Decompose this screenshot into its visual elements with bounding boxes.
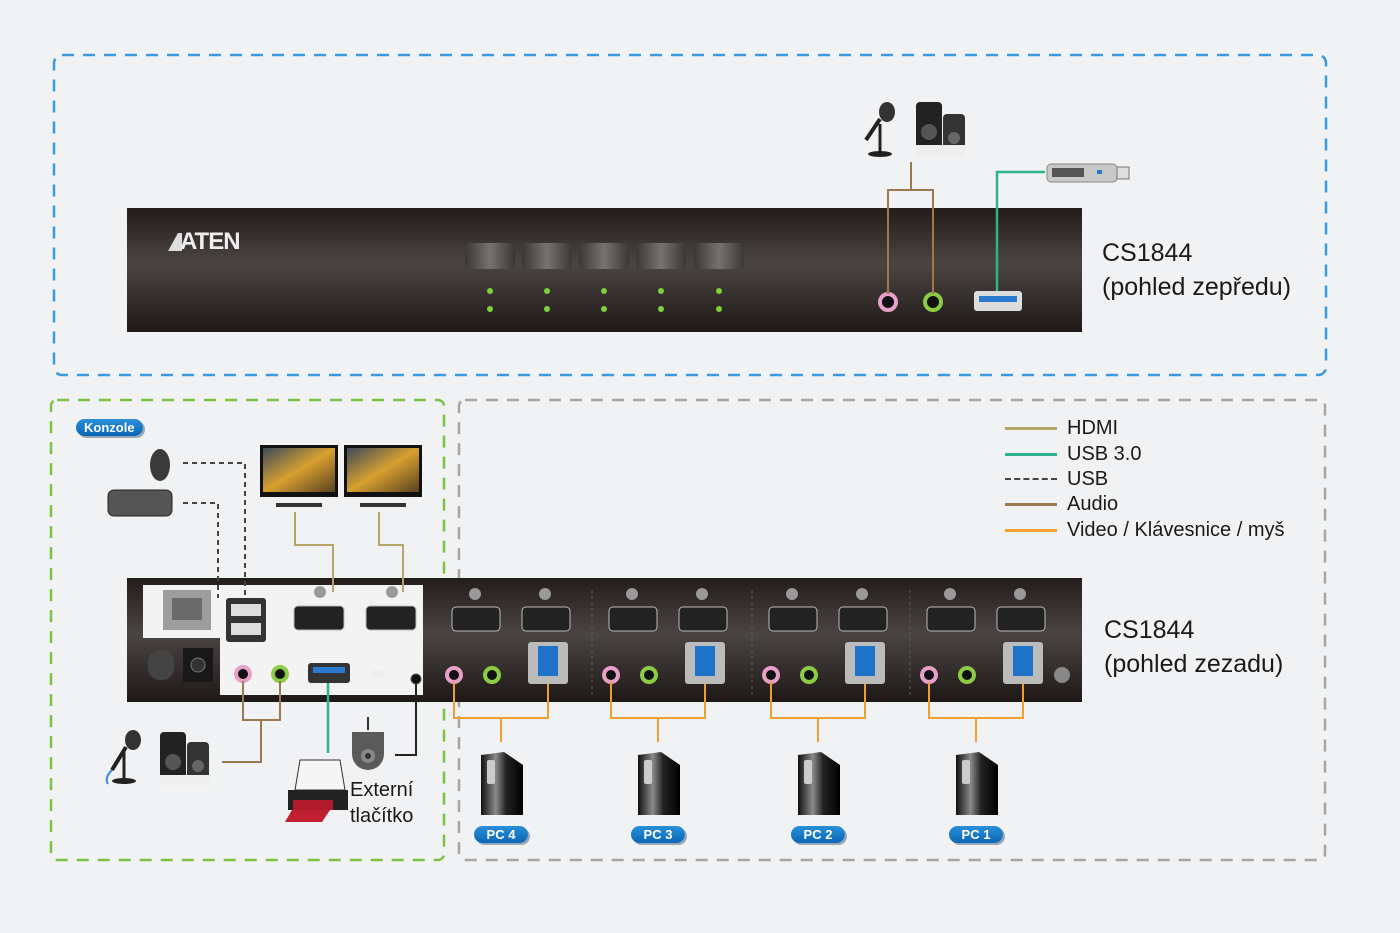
hdmi-screw <box>944 588 956 600</box>
pc-hdmi-port <box>678 606 728 632</box>
computer-drive-bay <box>804 760 812 784</box>
front-view-subtitle: (pohled zepředu) <box>1102 273 1292 301</box>
legend-line <box>1005 452 1057 456</box>
legend-label: Video / Klávesnice / myš <box>1067 518 1285 541</box>
hdmi-screw <box>786 588 798 600</box>
microphone-icon <box>864 102 895 157</box>
rear-view-title: CS1844 <box>1104 616 1195 644</box>
rear-view-subtitle: (pohled zezadu) <box>1104 650 1284 678</box>
pc-hdmi-port <box>451 606 501 632</box>
external-button-cable <box>395 684 417 756</box>
front-view-title: CS1844 <box>1102 239 1193 267</box>
legend-item-video-kvm: Video / Klávesnice / myš <box>1005 518 1285 542</box>
monitor-2-hdmi-cable <box>378 512 404 592</box>
computer-drive-bay <box>962 760 970 784</box>
pc-hdmi-port <box>996 606 1046 632</box>
pc-usb3-port-inner <box>695 646 715 676</box>
dip-switch[interactable] <box>372 670 384 678</box>
front-view-frame <box>52 53 1328 377</box>
legend-line <box>1005 426 1057 430</box>
external-button-icon <box>352 717 384 770</box>
pc-hdmi-port <box>926 606 976 632</box>
hdmi-screw <box>856 588 868 600</box>
legend-item-usb: USB <box>1005 467 1108 491</box>
mouse-icon <box>150 449 170 481</box>
console-hdmi-ports <box>293 586 417 631</box>
computers-frame <box>457 398 1327 862</box>
keyboard-usb-cable <box>183 502 219 598</box>
hdmi-screw <box>696 588 708 600</box>
usb-flash-drive-icon <box>1046 163 1130 183</box>
legend-item-audio: Audio <box>1005 492 1118 516</box>
port-button-1[interactable] <box>465 243 515 269</box>
aten-brand-text: ATEN <box>180 228 241 255</box>
pc-speaker-jack <box>800 666 818 684</box>
console-speakers-icon <box>160 732 209 785</box>
pc-label-badge: PC 1 <box>949 826 1003 843</box>
pc-speaker-jack <box>958 666 976 684</box>
port-button-3[interactable] <box>579 243 629 269</box>
hdmi-screw <box>469 588 481 600</box>
external-button-label-line1: Externí <box>350 779 414 801</box>
speakers-icon <box>916 102 965 155</box>
console-mic-jack <box>234 665 252 683</box>
legend-label: Audio <box>1067 492 1119 515</box>
legend-item-hdmi: HDMI <box>1005 416 1118 440</box>
port-button-5[interactable] <box>694 243 744 269</box>
printer-icon <box>285 759 348 822</box>
pc-usb3-port-inner <box>1013 646 1033 676</box>
pc-hdmi-port <box>608 606 658 632</box>
pc-hdmi-port <box>521 606 571 632</box>
hdmi-screw <box>1014 588 1026 600</box>
pc-mic-jack <box>762 666 780 684</box>
pc-speaker-jack <box>483 666 501 684</box>
console-microphone-icon <box>105 730 141 785</box>
console-badge: Konzole <box>76 419 143 436</box>
pc-usb3-port-inner <box>855 646 875 676</box>
hdmi-screw <box>539 588 551 600</box>
legend-label: USB <box>1067 467 1109 490</box>
console-port-panel <box>143 585 423 695</box>
external-button-label-line2: tlačítko <box>350 805 414 827</box>
pc-label-badge: PC 2 <box>791 826 845 843</box>
monitor-1-icon <box>260 445 338 507</box>
console-speaker-jack <box>271 665 289 683</box>
pc-speaker-jack <box>640 666 658 684</box>
external-button-jack <box>410 673 422 685</box>
front-usb3-cable <box>995 170 1045 291</box>
pc-label-badge: PC 3 <box>631 826 685 843</box>
computer-drive-bay <box>644 760 652 784</box>
legend-label: HDMI <box>1067 416 1119 439</box>
monitor-2-icon <box>344 445 422 507</box>
mouse-usb-cable <box>183 462 246 598</box>
legend-item-usb3: USB 3.0 <box>1005 442 1141 466</box>
pc-label-badge: PC 4 <box>474 826 528 843</box>
pc-hdmi-port <box>768 606 818 632</box>
status-leds <box>487 288 722 312</box>
keyboard-icon <box>107 489 173 517</box>
pc-port-groups <box>445 588 1070 815</box>
hdmi-screw <box>626 588 638 600</box>
legend-line <box>1005 478 1057 480</box>
aten-logo <box>168 233 182 251</box>
port-button-2[interactable] <box>522 243 572 269</box>
pc-hdmi-port <box>838 606 888 632</box>
pc-usb3-port-inner <box>538 646 558 676</box>
legend-label: USB 3.0 <box>1067 442 1142 465</box>
legend-line <box>1005 502 1057 506</box>
pc-mic-jack <box>602 666 620 684</box>
pc-mic-jack <box>920 666 938 684</box>
computer-drive-bay <box>487 760 495 784</box>
port-buttons <box>465 243 744 269</box>
ground-screw <box>1054 667 1070 683</box>
port-button-4[interactable] <box>636 243 686 269</box>
monitor-1-hdmi-cable <box>294 512 334 592</box>
power-switch[interactable] <box>148 650 174 680</box>
pc-mic-jack <box>445 666 463 684</box>
legend-line <box>1005 528 1057 532</box>
